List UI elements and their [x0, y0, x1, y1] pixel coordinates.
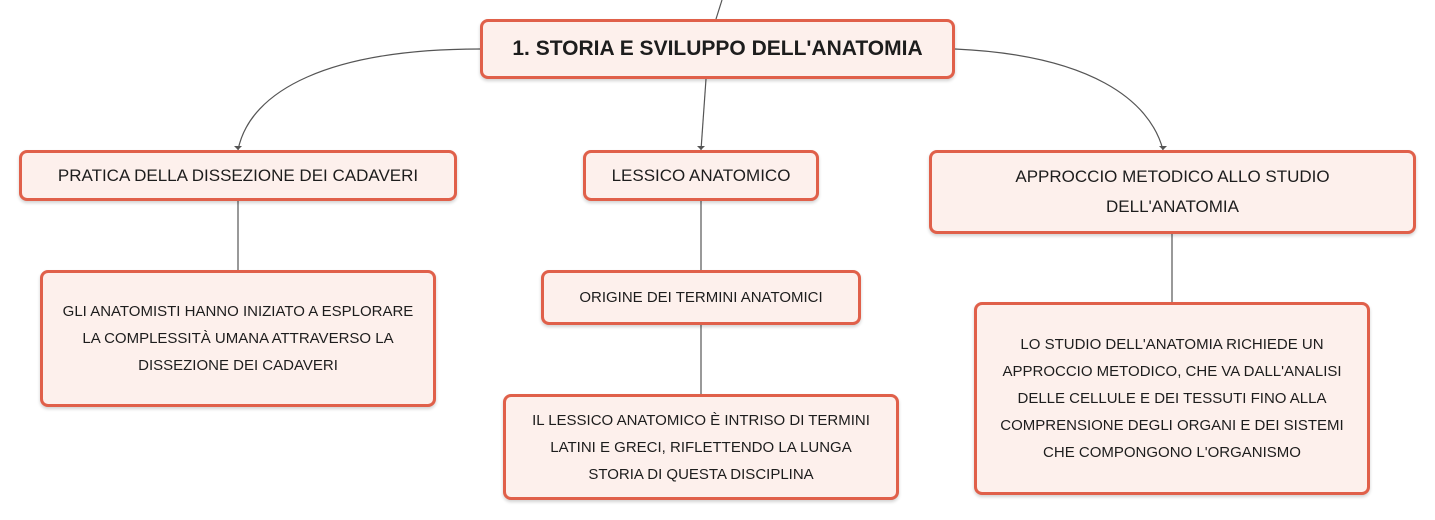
- connector-root-to-method: [954, 48, 1164, 151]
- topic-lexicon-node[interactable]: LESSICO ANATOMICO: [583, 150, 819, 201]
- connector-root-to-dissection: [237, 48, 481, 151]
- arrowhead-lexicon: [697, 146, 705, 150]
- subtopic-origin-note-node[interactable]: IL LESSICO ANATOMICO È INTRISO DI TERMIN…: [503, 394, 899, 500]
- subtopic-origin-note-label: IL LESSICO ANATOMICO È INTRISO DI TERMIN…: [532, 411, 870, 483]
- subtopic-origin-label: ORIGINE DEI TERMINI ANATOMICI: [579, 289, 823, 306]
- topic-dissection-node[interactable]: PRATICA DELLA DISSEZIONE DEI CADAVERI: [19, 150, 457, 201]
- subtopic-method-note-node[interactable]: LO STUDIO DELL'ANATOMIA RICHIEDE UN APPR…: [974, 302, 1370, 495]
- root-topic-node[interactable]: 1. STORIA E SVILUPPO DELL'ANATOMIA: [480, 19, 955, 79]
- arrowhead-method: [1159, 146, 1167, 150]
- topic-lexicon-label: LESSICO ANATOMICO: [611, 165, 791, 185]
- subtopic-dissection-note-node[interactable]: GLI ANATOMISTI HANNO INIZIATO A ESPLORAR…: [40, 270, 436, 407]
- topic-method-label: APPROCCIO METODICO ALLO STUDIO DELL'ANAT…: [1015, 167, 1330, 216]
- root-topic-label: 1. STORIA E SVILUPPO DELL'ANATOMIA: [512, 37, 923, 60]
- topic-method-node[interactable]: APPROCCIO METODICO ALLO STUDIO DELL'ANAT…: [929, 150, 1416, 234]
- connector-parent-to-root: [715, 0, 723, 20]
- subtopic-origin-node[interactable]: ORIGINE DEI TERMINI ANATOMICI: [541, 270, 861, 325]
- topic-dissection-label: PRATICA DELLA DISSEZIONE DEI CADAVERI: [57, 165, 419, 185]
- connector-root-to-lexicon: [700, 78, 707, 151]
- subtopic-method-note-label: LO STUDIO DELL'ANATOMIA RICHIEDE UN APPR…: [1000, 336, 1344, 461]
- arrowhead-dissection: [234, 146, 242, 150]
- subtopic-dissection-note-label: GLI ANATOMISTI HANNO INIZIATO A ESPLORAR…: [62, 303, 414, 374]
